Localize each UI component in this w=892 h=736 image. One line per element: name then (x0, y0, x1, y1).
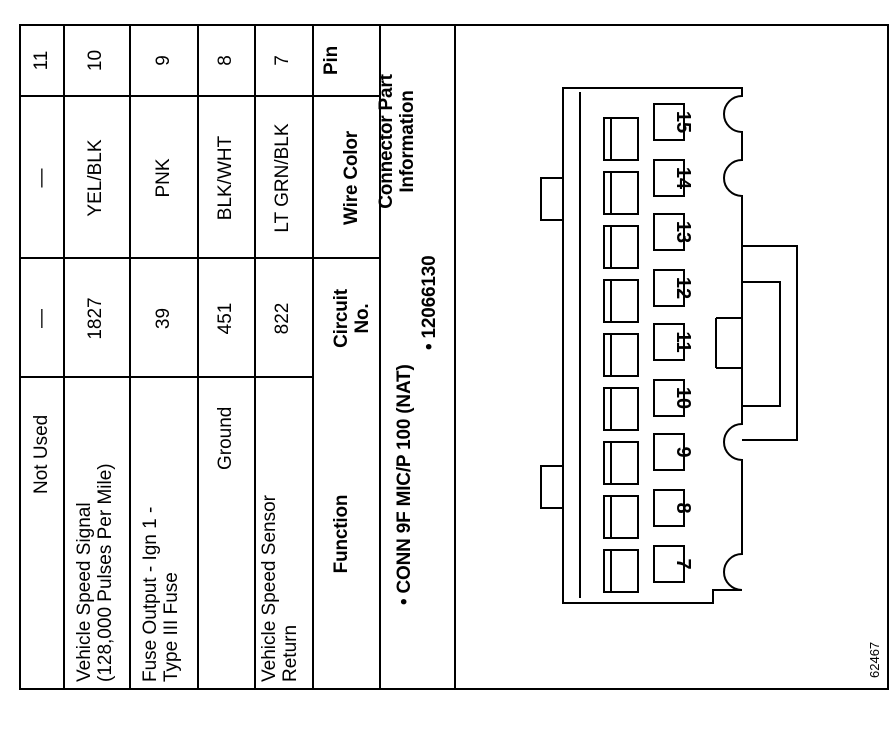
cavity-9 (603, 441, 639, 485)
pin-label-12: 12 (672, 277, 694, 299)
cavity-8 (603, 495, 639, 539)
connector-latch (715, 245, 798, 441)
pin-label-15: 15 (672, 111, 694, 133)
cavity-10 (603, 387, 639, 431)
cavity-12 (603, 279, 639, 323)
pin-label-14: 14 (672, 167, 694, 190)
pin-box-11 (653, 323, 685, 361)
pin-label-8: 8 (672, 502, 694, 513)
pin-box-15 (653, 103, 685, 141)
cavity-13 (603, 225, 639, 269)
cavity-15 (603, 117, 639, 161)
connector-housing-outline (562, 87, 743, 604)
pin-label-7: 7 (672, 558, 694, 569)
pin-box-12 (653, 269, 685, 307)
pin-box-13 (653, 213, 685, 251)
pin-box-7 (653, 545, 685, 583)
connector-clip-bottom (540, 465, 564, 509)
pin-label-13: 13 (672, 221, 694, 243)
cavity-7 (603, 549, 639, 593)
pin-label-9: 9 (672, 446, 694, 457)
pin-box-8 (653, 489, 685, 527)
cavity-14 (603, 171, 639, 215)
pin-box-14 (653, 159, 685, 197)
connector-clip-top (540, 177, 564, 221)
pin-label-10: 10 (672, 387, 694, 409)
pin-label-11: 11 (672, 331, 694, 352)
cavity-11 (603, 333, 639, 377)
pin-box-9 (653, 433, 685, 471)
pin-box-10 (653, 379, 685, 417)
